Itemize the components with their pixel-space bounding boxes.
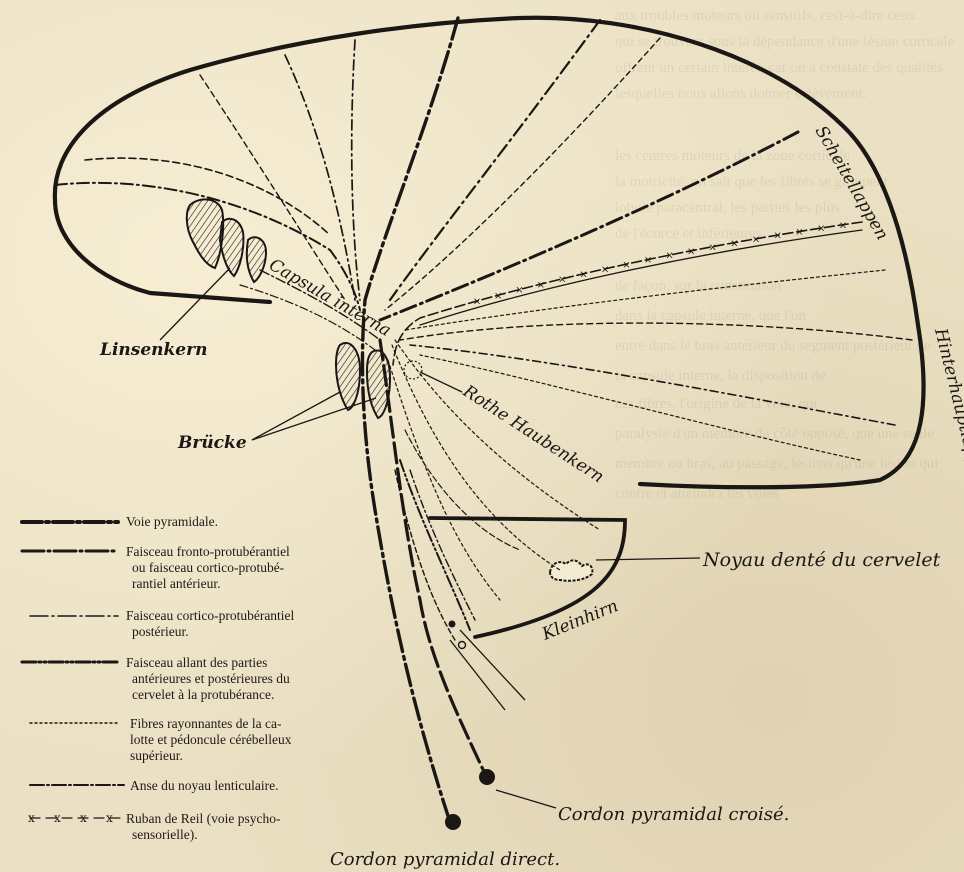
cross-mark: × (622, 260, 630, 271)
cross-mark: × (687, 246, 695, 257)
svg-text:aux troubles moteurs ou sensit: aux troubles moteurs ou sensitifs, cest-… (615, 8, 916, 24)
svg-text:lobule paracentral, les partie: lobule paracentral, les parties les plus (615, 200, 840, 216)
legend-text: Ruban de Reil (voie psycho- (126, 811, 281, 826)
label-noyau-dente: Noyau denté du cervelet (702, 549, 941, 571)
legend-text: lotte et pédoncule cérébelleux (130, 732, 292, 747)
cross-mark: × (537, 280, 545, 291)
label-linsenkern: Linsenkern (99, 340, 207, 360)
svg-text:paralysie d'un membre du côté: paralysie d'un membre du côté opposé, qu… (615, 426, 934, 442)
cross-mark: × (665, 251, 673, 262)
cross-mark: × (644, 255, 652, 266)
svg-text:de l'écorce et inférieures: de l'écorce et inférieures (615, 226, 762, 242)
cross-mark: × (730, 238, 738, 249)
cross-mark: × (601, 265, 609, 276)
cross-mark: × (494, 291, 502, 302)
pyramidal-crossed-end (479, 769, 495, 785)
legend-text: antérieures et postérieures du (132, 671, 290, 686)
legend-text: postérieur. (132, 624, 189, 639)
cross-mark: × (473, 297, 481, 308)
cross-mark: × (515, 285, 523, 296)
svg-text:lesquelles nous allons donner: lesquelles nous allons donner brièvement… (615, 86, 866, 102)
legend-text: ou faisceau cortico-protubé- (132, 560, 285, 575)
label-cordon-pyramidal-croise: Cordon pyramidal croisé. (558, 804, 789, 825)
svg-text:qui se trouvent sous la dépend: qui se trouvent sous la dépendance d'une… (615, 34, 955, 50)
cross-mark: × (752, 234, 760, 245)
legend-text: cervelet à la protubérance. (132, 687, 274, 702)
legend-text: Faisceau cortico-protubérantiel (126, 608, 295, 623)
svg-text:la capsule interne, la disposi: la capsule interne, la disposition de (615, 368, 826, 384)
tract-node (449, 621, 456, 628)
cross-mark: × (579, 269, 587, 280)
cross-mark: x (28, 811, 35, 825)
cross-mark: × (817, 224, 825, 235)
legend-text: supérieur. (130, 748, 183, 763)
cross-mark: × (558, 275, 566, 286)
cross-mark: x (80, 811, 87, 825)
legend-text: Voie pyramidale. (126, 514, 218, 529)
legend-text: Faisceau fronto-protubérantiel (126, 544, 290, 559)
svg-text:les centres moteurs de la zone: les centres moteurs de la zone corticale (615, 148, 850, 164)
cross-mark: × (709, 242, 717, 253)
cross-mark: × (839, 220, 847, 231)
label-cordon-pyramidal-direct: Cordon pyramidal direct. (330, 849, 560, 870)
dentate-nucleus (550, 560, 592, 580)
legend: Voie pyramidale. Faisceau fronto-protubé… (22, 514, 295, 842)
svg-text:membre ou bras, au passage, lé: membre ou bras, au passage, lésions qu'u… (615, 456, 938, 472)
legend-text: Anse du noyau lenticulaire. (130, 778, 278, 793)
cross-mark: × (774, 231, 782, 242)
pyramidal-tract (362, 18, 458, 822)
svg-text:offrent un certain intérêt, ca: offrent un certain intérêt, car on a con… (615, 60, 943, 76)
legend-text: sensorielle). (132, 827, 198, 842)
label-brucke: Brücke (177, 433, 247, 453)
legend-text: Fibres rayonnantes de la ca- (130, 716, 282, 731)
svg-text:dans la capsule interne, que l: dans la capsule interne, que l'on (615, 308, 806, 324)
svg-text:entre dans le bras antérieur d: entre dans le bras antérieur du segment … (615, 338, 931, 354)
pyramidal-direct-end (445, 814, 461, 830)
cross-mark: x (106, 811, 113, 825)
cross-mark: × (795, 227, 803, 238)
svg-text:de façon, sur la constitution: de façon, sur la constitution (615, 278, 782, 294)
legend-text: Faisceau allant des parties (126, 655, 267, 670)
label-rothe-haubenkern: Rothe Haubenkern (458, 381, 607, 487)
legend-labels: Voie pyramidale. Faisceau fronto-protubé… (126, 514, 295, 842)
red-nucleus (404, 361, 422, 379)
legend-text: rantiel antérieur. (132, 576, 220, 591)
cross-mark: x (54, 811, 61, 825)
tract-node (459, 642, 466, 649)
label-kleinhirn: Kleinhirn (538, 596, 621, 645)
legend-symbols (22, 522, 124, 818)
